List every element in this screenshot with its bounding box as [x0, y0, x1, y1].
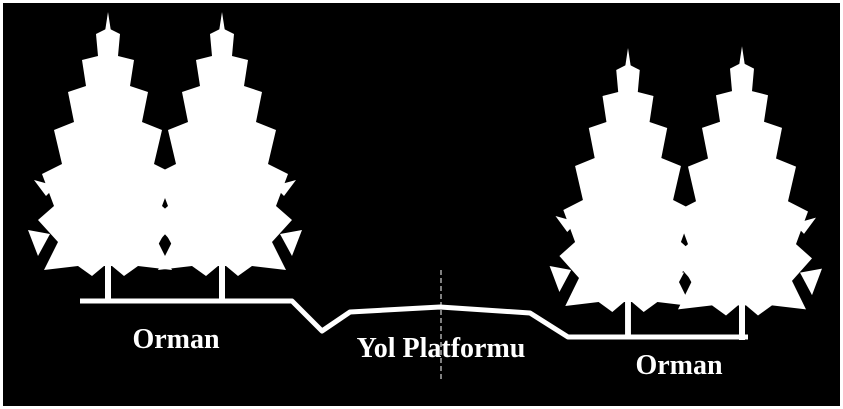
ground-profile-line: [80, 298, 748, 340]
right-forest-label: Orman: [635, 350, 723, 381]
left-forest-label: Orman: [132, 324, 220, 355]
road-platform-label: Yol Platformu: [357, 333, 526, 364]
